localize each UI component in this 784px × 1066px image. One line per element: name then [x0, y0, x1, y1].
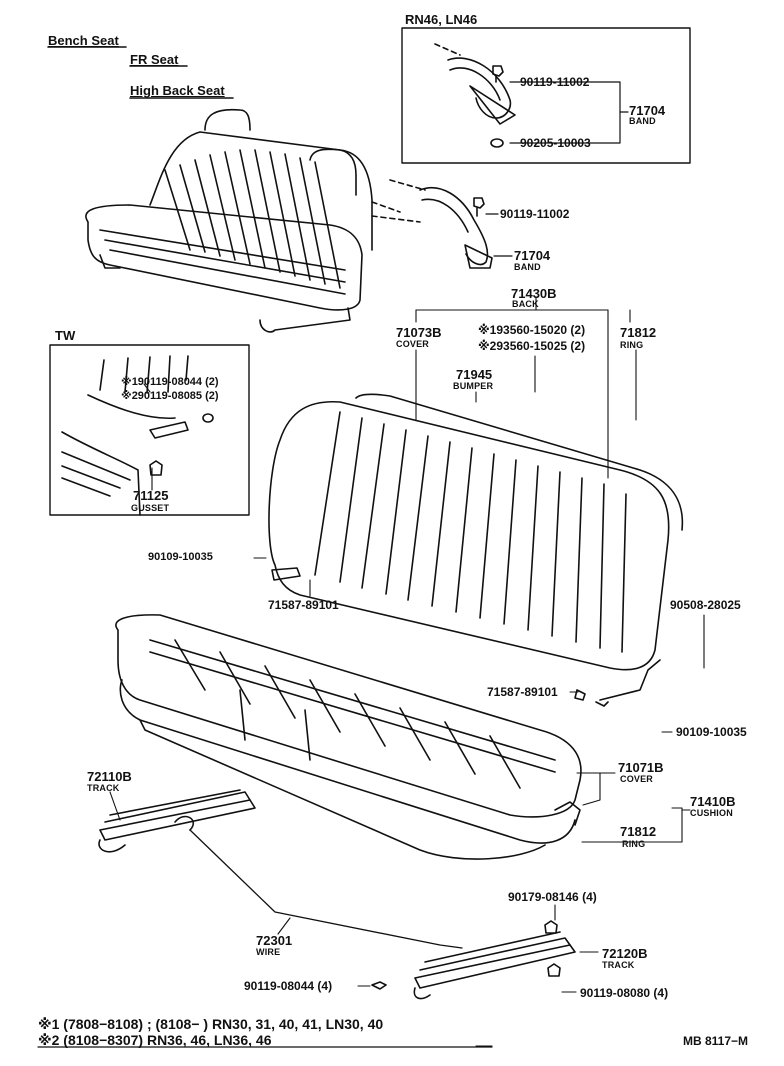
footnote-2: ※2 (8108−8307) RN36, 46, LN36, 46 — [38, 1032, 272, 1048]
part-71410b: 71410B — [690, 794, 736, 809]
part-71125: 71125 — [133, 488, 169, 503]
part-track-right: TRACK — [602, 960, 635, 970]
band-drawing — [389, 179, 493, 269]
part-90508-28025: 90508-28025 — [670, 598, 741, 612]
part-cover-bottom: COVER — [620, 774, 654, 784]
part-71430b: 71430B — [511, 286, 557, 301]
inset-band-drawing — [434, 43, 516, 148]
part-tw-90119-08085: ※290119-08085 (2) — [121, 390, 219, 402]
part-bumper: BUMPER — [453, 381, 494, 391]
part-93560-15025: ※293560-15025 (2) — [478, 339, 586, 353]
bench-seat-drawing — [85, 108, 421, 333]
part-90179-08146: 90179-08146 (4) — [508, 890, 597, 904]
left-track-drawing — [98, 789, 256, 853]
seat-back-drawing — [268, 393, 684, 707]
wire-drawing — [189, 829, 463, 949]
part-band: BAND — [514, 262, 541, 272]
heading-high-back-seat: High Back Seat — [130, 83, 225, 98]
part-71945: 71945 — [456, 367, 493, 382]
part-90109-10035-left: 90109-10035 — [148, 551, 213, 563]
part-track-left: TRACK — [87, 783, 120, 793]
part-71073b: 71073B — [396, 325, 442, 340]
tw-inset-drawing — [61, 355, 214, 516]
part-72120b: 72120B — [602, 946, 648, 961]
part-tw-90119-08044: ※190119-08044 (2) — [121, 376, 219, 388]
heading-bench-seat: Bench Seat — [48, 33, 119, 48]
part-90119-08044: 90119-08044 (4) — [244, 979, 333, 993]
part-93560-15020: ※193560-15020 (2) — [478, 323, 586, 337]
part-wire: WIRE — [256, 947, 281, 957]
footnote-1: ※1 (7808−8108) ; (8108− ) RN30, 31, 40, … — [38, 1016, 384, 1032]
heading-fr-seat: FR Seat — [130, 52, 179, 67]
part-90109-10035-right: 90109-10035 — [676, 725, 747, 739]
inset-title-tw: TW — [55, 328, 76, 343]
part-71587-89101-right: 71587-89101 — [487, 685, 558, 699]
part-71812-bottom: 71812 — [620, 824, 657, 839]
part-ring-top: RING — [620, 340, 644, 350]
part-90119-11002: 90119-11002 — [500, 207, 570, 221]
part-band-inset: BAND — [629, 116, 656, 126]
part-71587-89101-left: 71587-89101 — [268, 598, 339, 612]
part-90205-10003: 90205-10003 — [520, 136, 591, 150]
part-72301: 72301 — [256, 933, 293, 948]
part-71704: 71704 — [514, 248, 551, 263]
part-71704-inset: 71704 — [629, 103, 666, 118]
part-72110b: 72110B — [87, 769, 132, 784]
part-90119-08080: 90119-08080 (4) — [580, 986, 669, 1000]
part-cushion: CUSHION — [690, 808, 733, 818]
inset-title-rn46: RN46, LN46 — [405, 12, 478, 27]
part-90119-11002-inset: 90119-11002 — [520, 75, 590, 89]
rn46-inset-box — [401, 27, 691, 164]
part-cover-top: COVER — [396, 339, 430, 349]
part-back: BACK — [512, 299, 539, 309]
diagram-code: MB 8117−M — [683, 1034, 749, 1048]
part-71812-top: 71812 — [620, 325, 657, 340]
part-gusset: GUSSET — [131, 503, 170, 513]
right-track-drawing — [371, 920, 576, 1000]
part-71071b: 71071B — [618, 760, 664, 775]
tw-inset-box — [49, 344, 250, 516]
part-ring-bottom: RING — [622, 839, 646, 849]
seat-cushion-drawing — [115, 614, 586, 860]
